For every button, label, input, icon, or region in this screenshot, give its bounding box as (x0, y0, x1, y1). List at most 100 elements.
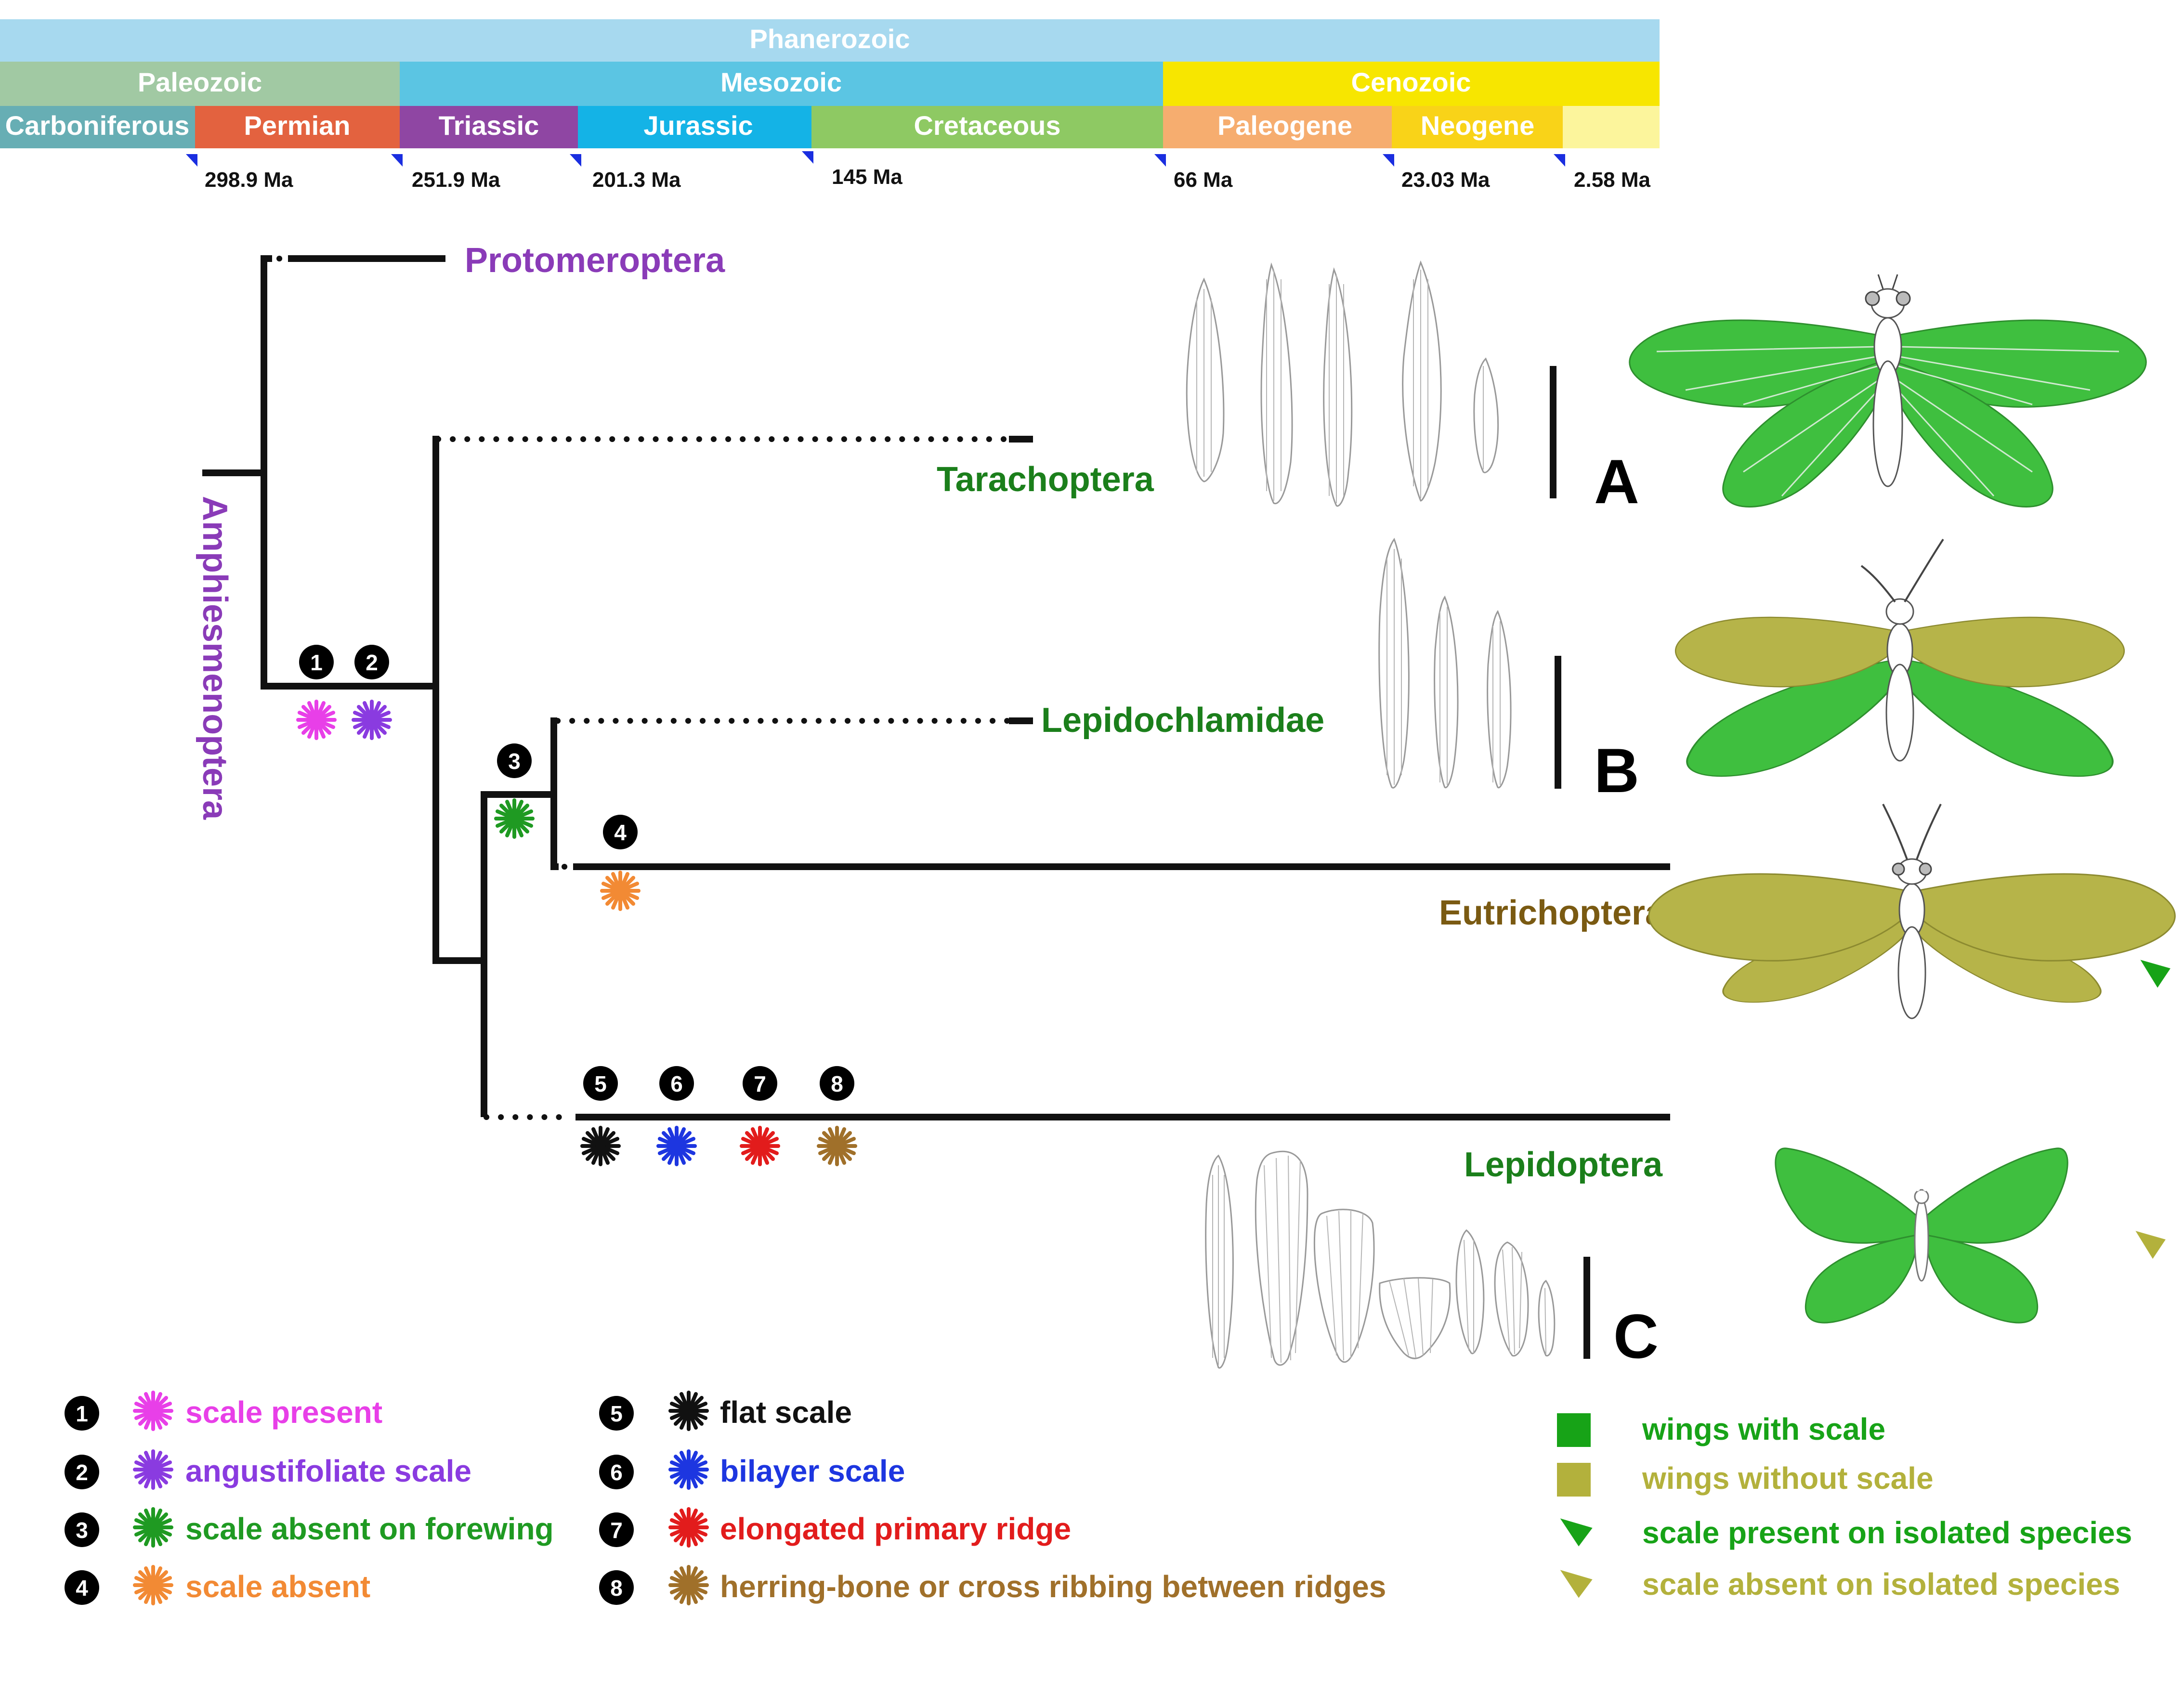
period-label-carboniferous: Carboniferous (5, 110, 190, 141)
period-label-permian: Permian (244, 110, 351, 141)
legend-number: 2 (76, 1460, 88, 1485)
insect-abdomen (1897, 926, 1926, 1019)
node-circle-7 (743, 1066, 777, 1101)
period-label-cretaceous: Cretaceous (914, 110, 1060, 141)
scale-outline-icon (1487, 610, 1512, 789)
era-bar-mesozoic (400, 62, 1163, 106)
legend-swatch-wings-with-scale (1557, 1413, 1591, 1447)
star-icon-6 (658, 1128, 695, 1164)
era-label-mesozoic: Mesozoic (720, 67, 842, 97)
scale-drawings-a: A (1186, 260, 1639, 517)
period-bar-neogene (1392, 106, 1563, 148)
legend-number: 1 (76, 1401, 88, 1426)
legend-star-icon (135, 1567, 171, 1603)
era-bar-cenozoic (1163, 62, 1660, 106)
legend-number-circle (599, 1570, 634, 1605)
taxon-label-protomeroptera: Protomeroptera (465, 241, 725, 280)
age-marker-7 (1554, 154, 1565, 167)
scale-outline-icon (1402, 260, 1442, 502)
scale-outline-icon (1323, 267, 1353, 507)
scale-ribs (1386, 549, 1501, 785)
age-label-4: 145 Ma (832, 165, 902, 189)
age-markers (186, 151, 1565, 167)
insect-eye-right (1896, 291, 1911, 306)
period-bar-carboniferous (0, 106, 195, 148)
tree-node-markers: 1 2 3 4 5 6 7 8 (299, 645, 854, 1101)
scale-outline-icon (1434, 595, 1459, 789)
node-number-3: 3 (508, 749, 521, 774)
legend-icon-scale-present-isolated (1556, 1515, 1596, 1550)
legend-wings: wings with scale wings without scale sca… (1556, 1412, 2132, 1602)
legend-character-label: scale present (185, 1395, 382, 1430)
age-label-7: 2.58 Ma (1574, 168, 1651, 192)
scale-outline-icon (1473, 357, 1499, 473)
legend-swatch-wings-without-scale (1557, 1463, 1591, 1497)
age-label-6: 23.03 Ma (1401, 168, 1490, 192)
wing-veins (1656, 346, 2119, 497)
taxon-label-lepidochlamidae: Lepidochlamidae (1041, 701, 1324, 740)
insect-head (1914, 1189, 1929, 1204)
star-icon-3 (496, 800, 533, 837)
age-label-5: 66 Ma (1174, 168, 1233, 192)
insect-eye-left (1892, 862, 1905, 876)
insect-abdomen (1872, 360, 1903, 487)
legend-label-wings-with-scale: wings with scale (1642, 1412, 1885, 1446)
insect-abdomen (1885, 664, 1914, 762)
scale-outline-icon (1260, 262, 1293, 505)
scale-absent-isolated-marker-icon (2131, 1227, 2169, 1263)
legend-star-icon (670, 1567, 707, 1603)
phylogenetic-tree (202, 255, 1670, 1120)
legend-character-label: elongated primary ridge (720, 1511, 1071, 1546)
legend-number-circle (599, 1455, 634, 1489)
period-bar-permian (195, 106, 400, 148)
legend-number-circle (599, 1396, 634, 1431)
era-label-paleozoic: Paleozoic (138, 67, 262, 97)
insect-antennae (1860, 538, 1944, 603)
legend-character-label: herring-bone or cross ribbing between ri… (720, 1569, 1386, 1604)
period-bar-quaternary (1563, 106, 1660, 148)
legend-number-circle (65, 1455, 99, 1489)
node-circle-4 (603, 815, 638, 849)
scale-outline-icon (1538, 1279, 1556, 1357)
legend-star-icon (670, 1509, 707, 1546)
scale-outline-icon (1255, 1150, 1308, 1366)
star-icon-5 (582, 1128, 619, 1164)
age-marker-4 (802, 151, 813, 164)
scale-outline-icon (1494, 1241, 1529, 1357)
insect-antennae (1894, 1161, 1949, 1192)
node-circle-1 (299, 645, 334, 679)
period-label-paleogene: Paleogene (1217, 110, 1352, 141)
era-bar-paleozoic (0, 62, 400, 106)
period-label-triassic: Triassic (439, 110, 539, 141)
insect-body (1914, 1198, 1929, 1282)
scale-ribs (1196, 270, 1484, 503)
legend-star-icon (135, 1451, 171, 1488)
era-label-cenozoic: Cenozoic (1351, 67, 1471, 97)
scale-outline-icon (1205, 1154, 1234, 1369)
insect-eye-right (1919, 862, 1932, 876)
node-circle-5 (583, 1066, 618, 1101)
panel-letter-a: A (1594, 446, 1639, 517)
age-marker-5 (1154, 154, 1166, 167)
geologic-timescale: Phanerozoic Paleozoic Mesozoic Cenozoic … (0, 19, 1660, 192)
scale-outline-icon (1186, 277, 1225, 482)
legend-number: 6 (610, 1460, 623, 1485)
legend-star-icon (670, 1393, 707, 1429)
scale-outline-icon (1455, 1229, 1485, 1354)
legend-number: 8 (610, 1576, 623, 1601)
insect-eutrichoptera-icon (1648, 804, 2176, 1019)
insect-head (1885, 598, 1914, 625)
scale-present-isolated-marker-icon (2136, 956, 2174, 991)
legend-character-label: bilayer scale (720, 1454, 905, 1488)
star-icon-4 (602, 873, 639, 909)
period-bar-paleogene (1163, 106, 1392, 148)
scale-outline-icon (1379, 1277, 1451, 1359)
node-number-7: 7 (754, 1071, 766, 1096)
legend-label-wings-without-scale: wings without scale (1642, 1461, 1934, 1496)
scale-outline-icon (1313, 1209, 1375, 1363)
forewing-left (1775, 1147, 1918, 1244)
node-circle-2 (354, 645, 389, 679)
clade-label-amphiesmenoptera: Amphiesmenoptera (196, 496, 234, 820)
legend-number-circle (65, 1512, 99, 1547)
